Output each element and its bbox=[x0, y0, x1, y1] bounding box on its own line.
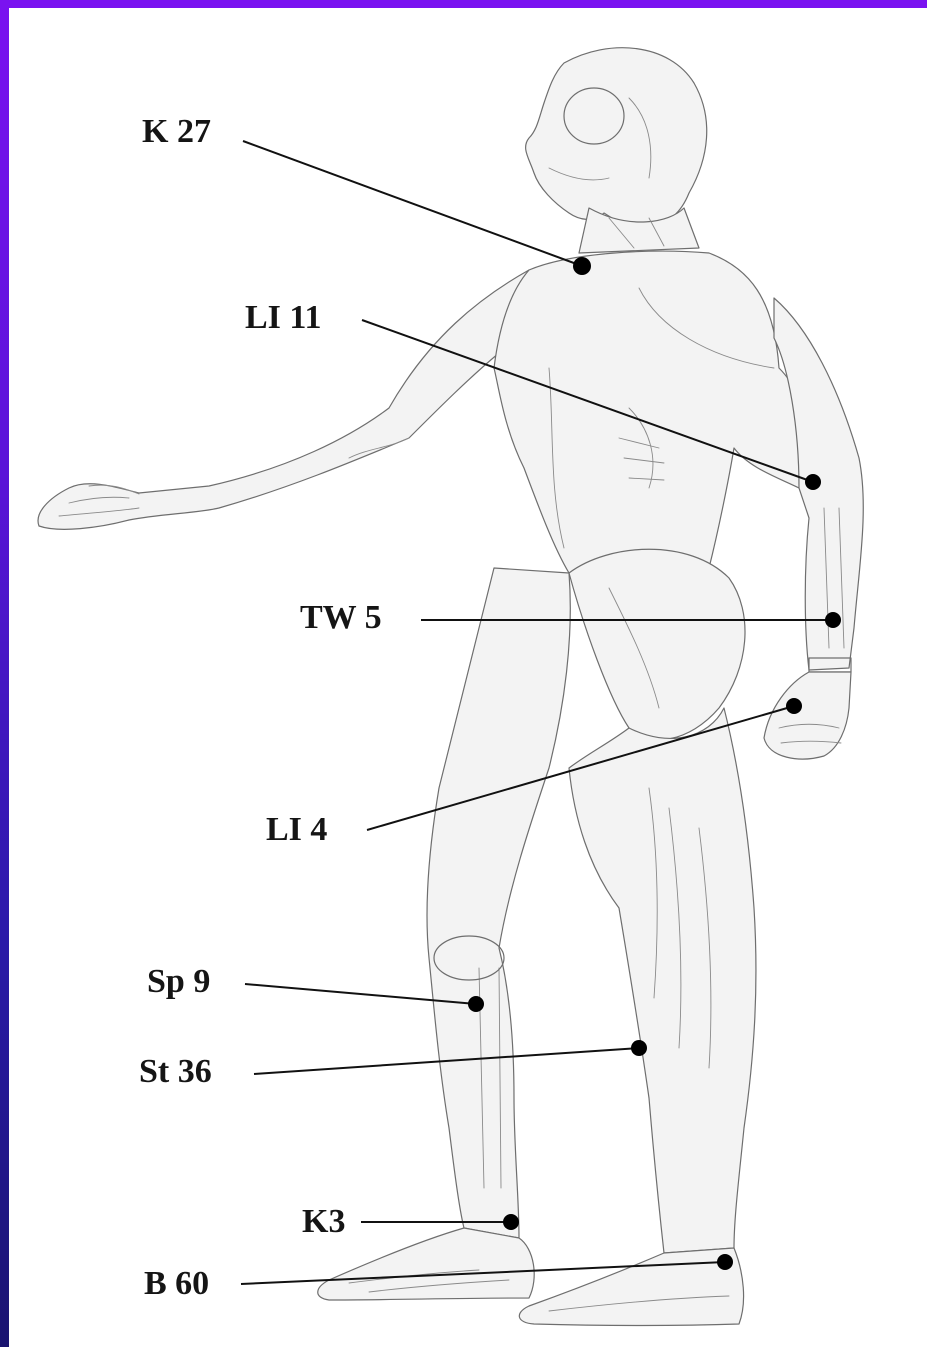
point-label: K 27 bbox=[142, 113, 211, 150]
head bbox=[526, 48, 707, 229]
point-marker bbox=[503, 1214, 519, 1230]
point-marker bbox=[786, 698, 802, 714]
point-label: St 36 bbox=[139, 1053, 212, 1090]
point-marker bbox=[805, 474, 821, 490]
human-figure bbox=[38, 48, 863, 1326]
point-marker bbox=[717, 1254, 733, 1270]
rear-leg bbox=[569, 708, 756, 1253]
hip bbox=[569, 549, 745, 739]
hand bbox=[764, 672, 851, 759]
point-label: B 60 bbox=[144, 1265, 209, 1302]
point-marker bbox=[573, 257, 591, 275]
point-st36: St 36 bbox=[139, 1040, 647, 1090]
point-label: K3 bbox=[302, 1203, 345, 1240]
rear-foot bbox=[519, 1248, 743, 1326]
point-label: TW 5 bbox=[300, 599, 382, 636]
point-marker bbox=[825, 612, 841, 628]
forward-foot bbox=[318, 1228, 534, 1300]
point-label: Sp 9 bbox=[147, 963, 210, 1000]
point-marker bbox=[468, 996, 484, 1012]
forward-leg bbox=[427, 568, 570, 1238]
acupuncture-diagram: K 27 LI 11 TW 5 LI 4 Sp 9 bbox=[9, 8, 927, 1347]
point-label: LI 4 bbox=[266, 811, 327, 848]
torso bbox=[494, 251, 814, 573]
point-marker bbox=[631, 1040, 647, 1056]
diagram-canvas: K 27 LI 11 TW 5 LI 4 Sp 9 bbox=[9, 8, 927, 1347]
point-k27: K 27 bbox=[142, 113, 591, 275]
point-label: LI 11 bbox=[245, 299, 322, 336]
